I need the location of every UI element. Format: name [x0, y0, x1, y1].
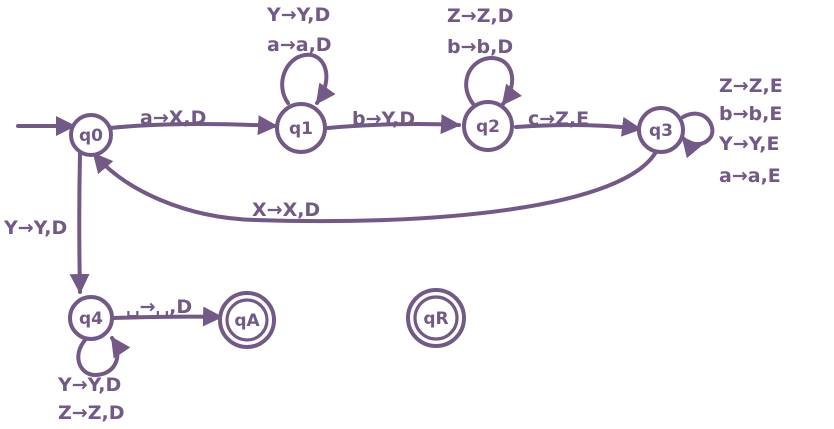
label-q4-qa: ␣→␣,D	[126, 296, 192, 318]
loop-q2	[464, 55, 522, 107]
label-q2-self-2: b→b,D	[447, 36, 513, 58]
state-qa: qA	[218, 291, 276, 349]
loop-q4	[76, 334, 131, 377]
loop-q1	[280, 52, 336, 105]
edge-q1-q2	[326, 114, 461, 135]
state-q1-label: q1	[289, 119, 313, 139]
label-q2-self-1: Z→Z,D	[447, 5, 513, 27]
edge-q3-q0	[92, 146, 660, 224]
state-q3: q3	[637, 106, 685, 154]
state-qa-label: qA	[234, 311, 260, 331]
state-qr: qR	[406, 288, 466, 348]
label-q3-self-2: b→b,E	[719, 103, 782, 125]
label-q3-self-3: Y→Y,E	[718, 133, 780, 155]
state-q0: q0	[69, 113, 113, 157]
state-qr-label: qR	[423, 309, 448, 329]
loop-q3	[681, 111, 715, 159]
edge-q0-q1	[108, 115, 278, 136]
state-q3-label: q3	[649, 121, 673, 141]
edge-q0-q4	[69, 151, 90, 294]
label-q4-self-2: Z→Z,D	[58, 402, 124, 424]
state-q4-label: q4	[79, 309, 103, 329]
state-q2: q2	[462, 100, 514, 152]
edge-q4-qa	[110, 306, 223, 327]
edge-q2-q3	[514, 116, 642, 137]
label-q1-self-1: Y→Y,D	[266, 4, 330, 26]
label-q2-q3: c→Z,E	[528, 108, 589, 130]
state-q1: q1	[275, 102, 327, 154]
state-q4: q4	[68, 295, 114, 341]
label-q0-q4: Y→Y,D	[3, 217, 67, 239]
label-q3-self-1: Z→Z,E	[719, 75, 783, 97]
state-q0-label: q0	[79, 126, 103, 146]
label-q3-q0: X→X,D	[252, 199, 320, 221]
state-q2-label: q2	[476, 117, 500, 137]
label-q0-q1: a→X,D	[140, 107, 206, 129]
label-q1-q2: b→Y,D	[352, 108, 415, 130]
label-q1-self-2: a→a,D	[267, 34, 332, 56]
label-q4-self-1: Y→Y,D	[57, 374, 121, 396]
label-q3-self-4: a→a,E	[719, 165, 781, 187]
